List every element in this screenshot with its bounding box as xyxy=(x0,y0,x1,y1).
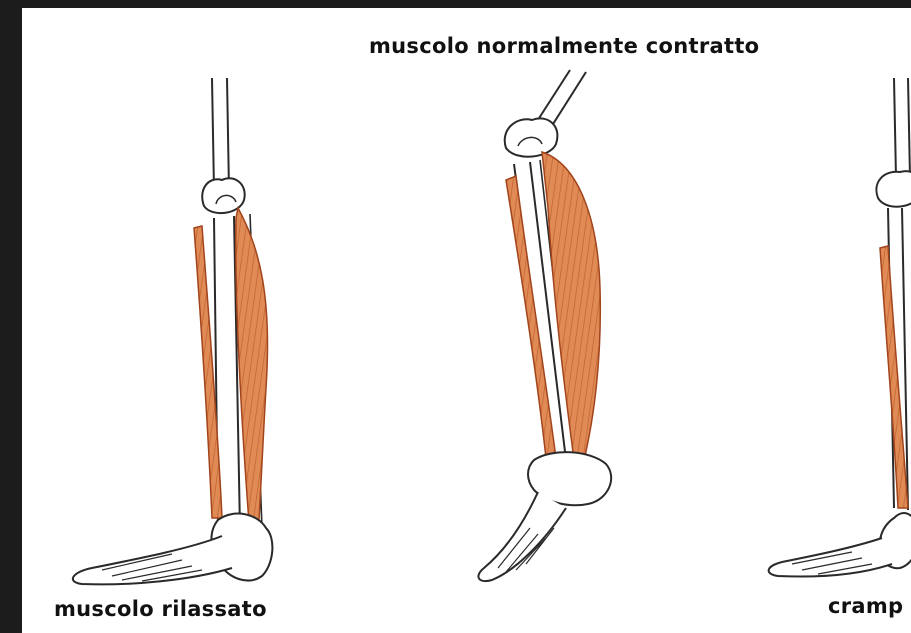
label-cramp: cramp xyxy=(828,594,903,618)
diagram-canvas: muscolo normalmente contratto muscolo ri… xyxy=(22,8,911,633)
cramp-leg xyxy=(769,78,911,577)
relaxed-calf-muscle xyxy=(236,208,268,536)
label-relaxed: muscolo rilassato xyxy=(54,597,267,621)
relaxed-leg xyxy=(73,78,273,584)
legs-illustration xyxy=(22,8,911,633)
contracted-leg xyxy=(478,70,611,581)
label-contracted: muscolo normalmente contratto xyxy=(369,34,759,58)
contracted-calf-muscle xyxy=(542,152,600,460)
relaxed-front-muscle xyxy=(194,226,222,518)
